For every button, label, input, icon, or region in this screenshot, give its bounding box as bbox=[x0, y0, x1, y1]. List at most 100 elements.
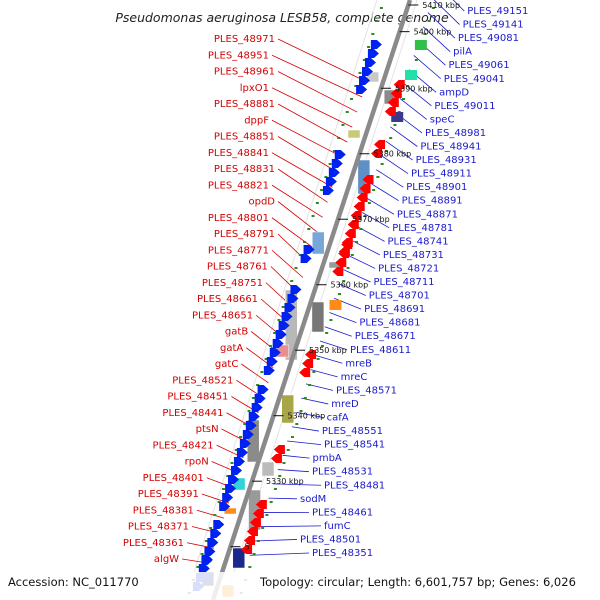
gene-label-ples_48501[interactable]: PLES_48501 bbox=[300, 534, 361, 545]
gene-label-ples_48801[interactable]: PLES_48801 bbox=[208, 213, 269, 224]
reverse-gene-arrow bbox=[332, 267, 344, 276]
gene-label-ples_48681[interactable]: PLES_48681 bbox=[359, 318, 420, 329]
gene-label-ptsn[interactable]: ptsN bbox=[196, 424, 219, 435]
leader-line bbox=[271, 152, 333, 188]
gene-label-ples_48951[interactable]: PLES_48951 bbox=[208, 50, 269, 61]
gene-label-ples_48731[interactable]: PLES_48731 bbox=[383, 250, 444, 261]
gene-label-ples_48521[interactable]: PLES_48521 bbox=[172, 375, 233, 386]
gene-label-ples_48971[interactable]: PLES_48971 bbox=[214, 34, 275, 45]
gene-label-ples_48671[interactable]: PLES_48671 bbox=[355, 331, 416, 342]
gene-label-ples_48901[interactable]: PLES_48901 bbox=[406, 182, 467, 193]
gene-label-ples_48761[interactable]: PLES_48761 bbox=[207, 262, 268, 273]
forward-gene-arrow bbox=[248, 412, 260, 421]
gene-label-algw[interactable]: algW bbox=[154, 554, 179, 565]
gene-label-ples_48851[interactable]: PLES_48851 bbox=[214, 132, 275, 143]
gene-label-ples_48881[interactable]: PLES_48881 bbox=[214, 99, 275, 110]
gc-dot-left bbox=[273, 332, 277, 334]
leader-line bbox=[385, 140, 413, 161]
gene-label-ples_48911[interactable]: PLES_48911 bbox=[411, 169, 472, 180]
gene-label-ples_48691[interactable]: PLES_48691 bbox=[364, 304, 425, 315]
gene-label-ples_48771[interactable]: PLES_48771 bbox=[208, 245, 269, 256]
gc-dot-right bbox=[325, 332, 329, 334]
gene-label-ples_48821[interactable]: PLES_48821 bbox=[208, 180, 269, 191]
gene-label-ples_48941[interactable]: PLES_48941 bbox=[420, 142, 481, 153]
gene-label-ples_48701[interactable]: PLES_48701 bbox=[369, 291, 430, 302]
gene-label-cafa[interactable]: cafA bbox=[327, 413, 349, 424]
gene-label-ples_49151[interactable]: PLES_49151 bbox=[467, 6, 528, 17]
gc-dot-right bbox=[406, 85, 410, 87]
gene-label-ples_48441[interactable]: PLES_48441 bbox=[162, 408, 223, 419]
gene-label-spec[interactable]: speC bbox=[430, 114, 455, 125]
reverse-gene-arrow bbox=[338, 249, 350, 258]
gene-label-rpon[interactable]: rpoN bbox=[185, 457, 209, 468]
feature-block bbox=[311, 231, 325, 255]
gene-label-ples_48661[interactable]: PLES_48661 bbox=[197, 294, 258, 305]
tick-label: 5410 kbp bbox=[422, 1, 460, 10]
gene-label-ples_48451[interactable]: PLES_48451 bbox=[167, 392, 228, 403]
gene-label-gatb[interactable]: gatB bbox=[225, 327, 248, 338]
leader-line bbox=[277, 103, 348, 143]
gene-label-opdd[interactable]: opdD bbox=[248, 197, 275, 208]
gene-label-ples_49141[interactable]: PLES_49141 bbox=[463, 20, 524, 31]
gene-label-ples_48781[interactable]: PLES_48781 bbox=[392, 223, 453, 234]
gc-dot-right bbox=[312, 371, 316, 373]
gene-label-mrec[interactable]: mreC bbox=[341, 372, 368, 383]
genome-title: Pseudomonas aeruginosa LESB58, complete … bbox=[115, 10, 449, 25]
gc-dot-right bbox=[291, 436, 295, 438]
gc-dot-left bbox=[239, 436, 243, 438]
forward-gene-arrow bbox=[303, 245, 315, 254]
gene-label-ples_49011[interactable]: PLES_49011 bbox=[434, 101, 495, 112]
gene-label-ples_48741[interactable]: PLES_48741 bbox=[388, 236, 449, 247]
gene-label-mred[interactable]: mreD bbox=[331, 399, 359, 410]
gene-label-ples_48461[interactable]: PLES_48461 bbox=[312, 507, 373, 518]
gene-label-gatc[interactable]: gatC bbox=[215, 359, 238, 370]
gene-label-ples_48361[interactable]: PLES_48361 bbox=[123, 538, 184, 549]
gene-label-fumc[interactable]: fumC bbox=[324, 521, 351, 532]
gene-label-ples_48421[interactable]: PLES_48421 bbox=[153, 440, 214, 451]
gene-label-ples_48481[interactable]: PLES_48481 bbox=[324, 480, 385, 491]
gene-label-ples_48351[interactable]: PLES_48351 bbox=[312, 548, 373, 559]
gene-label-pila[interactable]: pilA bbox=[453, 47, 472, 58]
gc-dot-left bbox=[234, 449, 238, 451]
forward-gene-arrow bbox=[204, 547, 216, 556]
gene-label-ples_49061[interactable]: PLES_49061 bbox=[448, 60, 509, 71]
gc-dot-left bbox=[204, 540, 208, 542]
gene-label-ples_48371[interactable]: PLES_48371 bbox=[128, 522, 189, 533]
gene-label-ples_48711[interactable]: PLES_48711 bbox=[373, 277, 434, 288]
gene-label-ples_48931[interactable]: PLES_48931 bbox=[416, 155, 477, 166]
gene-label-ampd[interactable]: ampD bbox=[439, 87, 469, 98]
gene-label-ples_48651[interactable]: PLES_48651 bbox=[192, 310, 253, 321]
gene-label-ples_48981[interactable]: PLES_48981 bbox=[425, 128, 486, 139]
gene-label-ples_48541[interactable]: PLES_48541 bbox=[324, 440, 385, 451]
gene-label-gata[interactable]: gatA bbox=[220, 343, 243, 354]
gene-label-ples_48961[interactable]: PLES_48961 bbox=[214, 67, 275, 78]
gene-label-ples_48751[interactable]: PLES_48751 bbox=[202, 278, 263, 289]
gene-label-ples_48571[interactable]: PLES_48571 bbox=[336, 385, 397, 396]
gene-label-ples_48551[interactable]: PLES_48551 bbox=[322, 426, 383, 437]
gene-label-ples_48871[interactable]: PLES_48871 bbox=[397, 209, 458, 220]
gene-label-ples_48721[interactable]: PLES_48721 bbox=[378, 263, 439, 274]
gc-dot-right bbox=[273, 488, 277, 490]
gene-label-ples_48381[interactable]: PLES_48381 bbox=[133, 505, 194, 516]
gene-label-sodm[interactable]: sodM bbox=[300, 494, 326, 505]
gc-dot-right bbox=[427, 20, 431, 22]
gene-label-ples_48891[interactable]: PLES_48891 bbox=[402, 196, 463, 207]
gene-label-ples_48841[interactable]: PLES_48841 bbox=[208, 148, 269, 159]
gene-label-ples_48531[interactable]: PLES_48531 bbox=[312, 467, 373, 478]
gene-label-ples_49081[interactable]: PLES_49081 bbox=[458, 33, 519, 44]
gene-label-mreb[interactable]: mreB bbox=[345, 358, 372, 369]
forward-gene-arrow bbox=[362, 67, 374, 76]
gene-label-dppf[interactable]: dppF bbox=[244, 115, 269, 126]
gene-label-ples_48391[interactable]: PLES_48391 bbox=[138, 489, 199, 500]
tick-label: 5330 kbp bbox=[266, 477, 304, 486]
reverse-gene-arrow bbox=[353, 202, 365, 211]
gene-label-ples_48791[interactable]: PLES_48791 bbox=[214, 229, 275, 240]
gene-label-ples_49041[interactable]: PLES_49041 bbox=[444, 74, 505, 85]
gene-label-ples_48401[interactable]: PLES_48401 bbox=[143, 473, 204, 484]
gene-label-ples_48611[interactable]: PLES_48611 bbox=[350, 345, 411, 356]
gene-label-lpxo1[interactable]: lpxO1 bbox=[240, 83, 269, 94]
gene-label-pmba[interactable]: pmbA bbox=[313, 453, 342, 464]
gene-label-ples_48831[interactable]: PLES_48831 bbox=[214, 164, 275, 175]
gc-dot-right bbox=[295, 423, 299, 425]
